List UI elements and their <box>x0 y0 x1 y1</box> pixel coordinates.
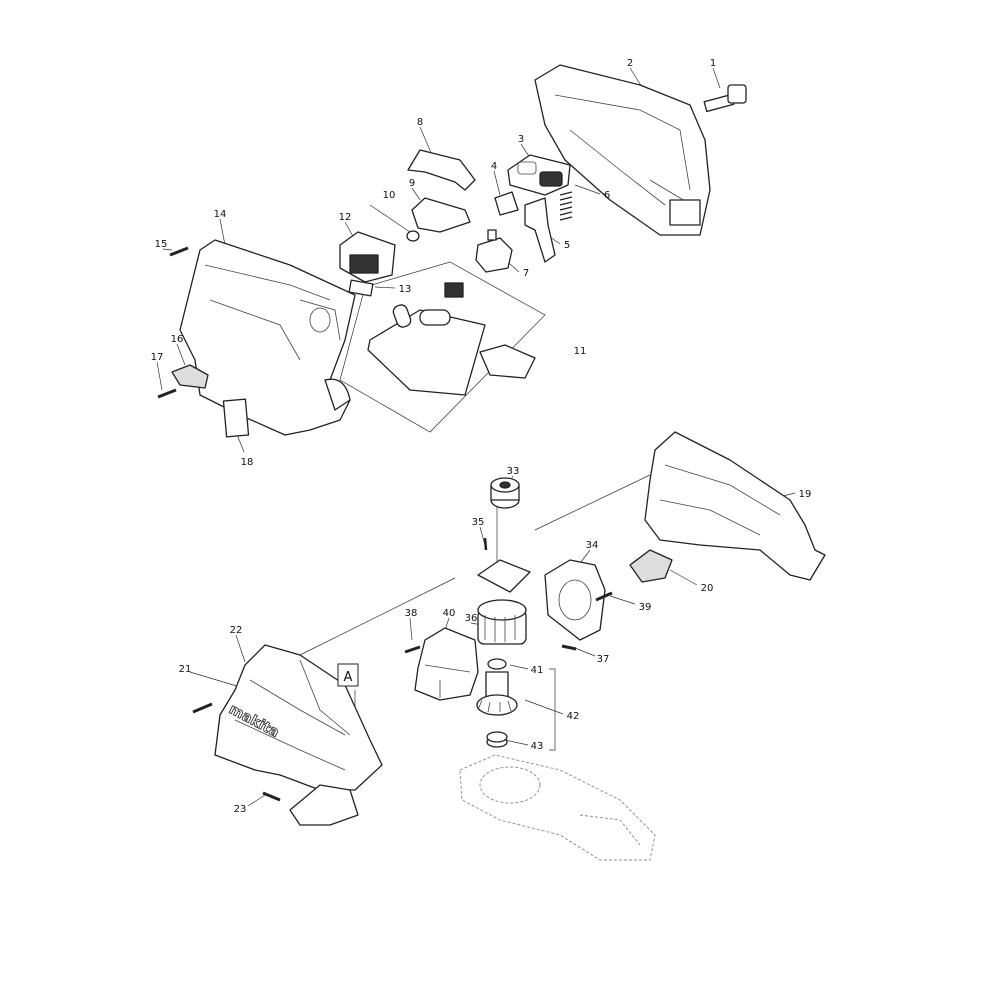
callout-40: 40 <box>443 608 456 619</box>
reference-housing-dashed <box>459 754 656 861</box>
part-19-housing <box>644 431 826 581</box>
part-15-screw <box>169 246 189 257</box>
reference-marker-a: A <box>337 663 359 687</box>
part-16-button <box>171 364 209 389</box>
callout-11: 11 <box>574 346 587 357</box>
part-21-screw <box>192 702 213 714</box>
callout-labels: 1 2 3 4 5 6 7 8 9 10 11 12 13 14 15 16 1… <box>151 58 812 815</box>
part-20-cap <box>629 549 673 583</box>
part-38-screw <box>404 645 421 654</box>
part-7-switch <box>475 229 513 273</box>
callout-37: 37 <box>597 654 610 665</box>
callout-14: 14 <box>214 209 227 220</box>
part-2-housing <box>534 64 711 236</box>
callout-17: 17 <box>151 352 164 363</box>
callout-34: 34 <box>586 540 599 551</box>
callout-20: 20 <box>701 583 714 594</box>
part-10-ring <box>406 230 420 242</box>
blade-bracket <box>289 784 359 826</box>
callout-38: 38 <box>405 608 418 619</box>
part-6-spring <box>559 191 573 221</box>
sensor-plate <box>477 559 531 593</box>
part-11-controller <box>367 282 536 396</box>
part-42-rotor <box>476 671 518 716</box>
part-36-stator <box>477 599 527 645</box>
part-23-screw <box>262 791 281 802</box>
callout-41: 41 <box>531 665 544 676</box>
callout-7: 7 <box>523 268 529 279</box>
callout-13: 13 <box>399 284 412 295</box>
part-14-housing <box>179 239 356 436</box>
svg-text:A: A <box>344 670 353 685</box>
callout-8: 8 <box>417 117 423 128</box>
callout-22: 22 <box>230 625 243 636</box>
callout-1: 1 <box>710 58 716 69</box>
callout-5: 5 <box>564 240 570 251</box>
callout-2: 2 <box>627 58 633 69</box>
part-41-bearing <box>487 658 507 670</box>
callout-16: 16 <box>171 334 184 345</box>
part-3-pad <box>507 154 571 196</box>
part-39-screw <box>595 591 613 602</box>
part-4-bracket <box>494 191 519 216</box>
callout-9: 9 <box>409 178 415 189</box>
part-34-fan-housing <box>544 559 606 641</box>
callout-3: 3 <box>518 134 524 145</box>
part-8-cover <box>407 149 476 191</box>
callout-35: 35 <box>472 517 485 528</box>
callout-39: 39 <box>639 602 652 613</box>
callout-12: 12 <box>339 212 352 223</box>
part-40-gear-housing <box>414 627 479 701</box>
part-43-bearing <box>486 731 508 748</box>
callout-36: 36 <box>465 613 478 624</box>
callout-43: 43 <box>531 741 544 752</box>
callout-33: 33 <box>507 466 520 477</box>
part-13-label <box>348 279 374 297</box>
callout-4: 4 <box>491 161 497 172</box>
part-35-screw <box>483 537 488 551</box>
part-12-module <box>339 231 396 283</box>
part-33-bushing <box>490 477 520 509</box>
part-5-trigger <box>524 197 556 263</box>
part-37-screw <box>561 644 577 651</box>
callout-18: 18 <box>241 457 254 468</box>
part-18-label <box>222 398 250 438</box>
part-17-screw <box>157 388 177 399</box>
callout-10: 10 <box>383 190 396 201</box>
callout-19: 19 <box>799 489 812 500</box>
callout-6: 6 <box>604 190 610 201</box>
callout-15: 15 <box>155 239 168 250</box>
part-9-latch <box>411 197 471 233</box>
callout-21: 21 <box>179 664 192 675</box>
callout-23: 23 <box>234 804 247 815</box>
callout-42: 42 <box>567 711 580 722</box>
part-1-lever <box>703 84 747 113</box>
part-22-cover: makita <box>214 644 383 791</box>
